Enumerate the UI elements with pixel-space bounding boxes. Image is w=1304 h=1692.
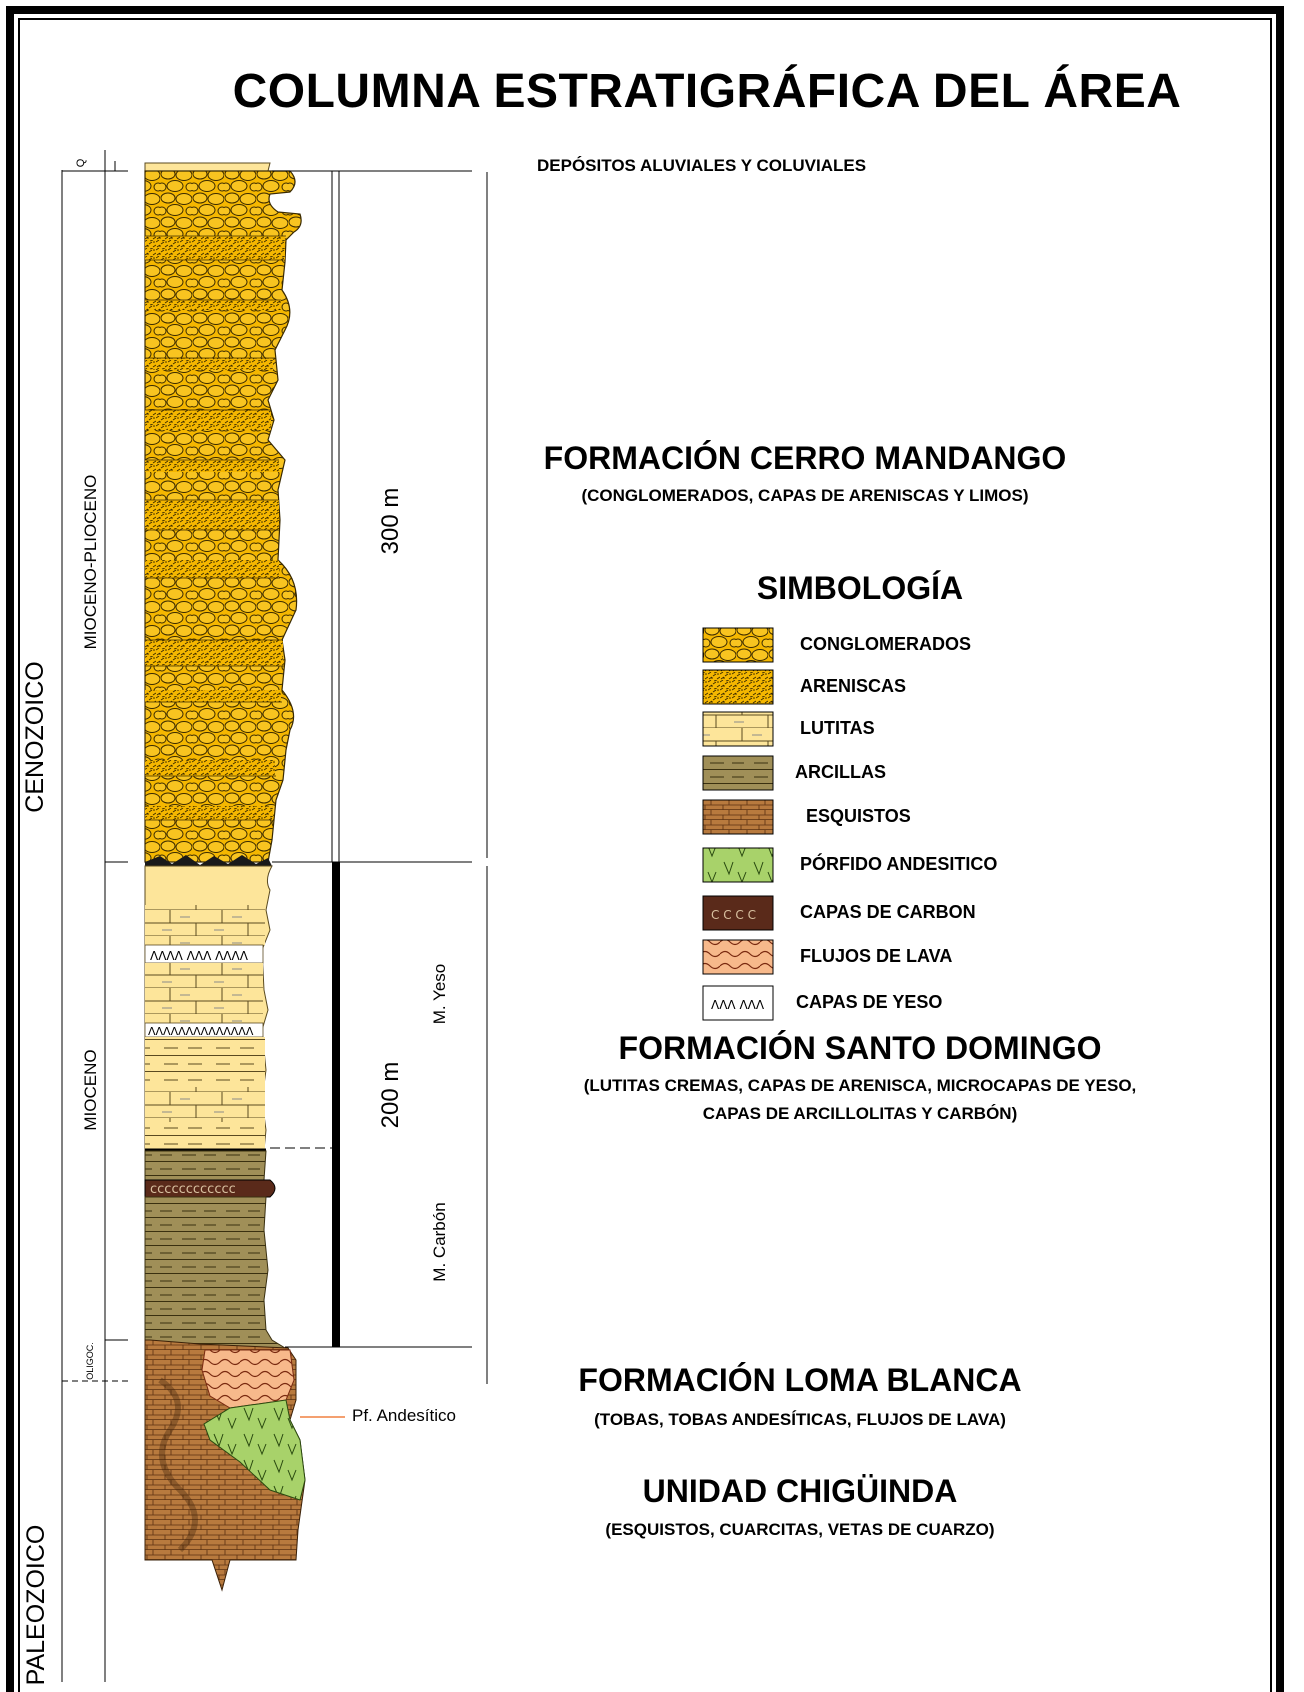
- santo-domingo-title: FORMACIÓN SANTO DOMINGO: [618, 1030, 1102, 1066]
- santo-domingo-desc-2: CAPAS DE ARCILLOLITAS Y CARBÓN): [702, 1104, 1018, 1123]
- yeso-band-marks-2: ΛΛΛΛΛΛΛΛΛΛΛΛΛΛ: [148, 1025, 254, 1038]
- coal-band-marks: cccccccccccc: [150, 1182, 236, 1197]
- scale-200m: 200 m: [377, 1061, 404, 1129]
- legend-label-yeso: CAPAS DE YESO: [796, 992, 943, 1012]
- quaternary-deposit: [144, 162, 271, 172]
- yeso-band-marks: ΛΛΛΛ ΛΛΛ ΛΛΛΛ: [150, 949, 249, 963]
- legend-swatch-esquistos: [702, 799, 774, 835]
- santo-domingo-desc-1: (LUTITAS CREMAS, CAPAS DE ARENISCA, MICR…: [583, 1076, 1137, 1095]
- legend-label-lava: FLUJOS DE LAVA: [800, 946, 953, 966]
- legend-swatch-porfido: [702, 847, 774, 883]
- depositos-label: DEPÓSITOS ALUVIALES Y COLUVIALES: [537, 156, 867, 175]
- thickness-scale: [270, 170, 488, 1384]
- period-oligoceno: OLIGOC.: [85, 1342, 95, 1380]
- santo-domingo-column: ΛΛΛΛ ΛΛΛ ΛΛΛΛ ΛΛΛΛΛΛΛΛΛΛΛΛΛΛ: [144, 865, 273, 1151]
- legend-swatch-yeso: ΛΛΛ ΛΛΛ: [702, 985, 774, 1021]
- period-mioceno-plioceno: MIOCENO-PLIOCENO: [81, 474, 100, 650]
- legend-label-areniscas: ARENISCAS: [800, 676, 907, 696]
- period-mioceno: MIOCENO: [81, 1049, 100, 1131]
- member-carbon-label: M. Carbón: [430, 1202, 449, 1282]
- page-title: COLUMNA ESTRATIGRÁFICA DEL ÁREA: [232, 65, 1182, 118]
- cerro-mandango-title: FORMACIÓN CERRO MANDANGO: [543, 440, 1067, 476]
- legend-swatch-marks: ΛΛΛ ΛΛΛ: [711, 998, 765, 1012]
- legend-title: SIMBOLOGÍA: [756, 570, 964, 606]
- porfido-callout-label: Pf. Andesítico: [352, 1406, 456, 1425]
- era-paleozoico: PALEOZOICO: [22, 1524, 50, 1686]
- scale-300m: 300 m: [377, 487, 404, 555]
- legend-label-porfido: PÓRFIDO ANDESITICO: [800, 854, 998, 874]
- cerro-mandango-column: [144, 170, 302, 866]
- era-cenozoico: CENOZOICO: [21, 661, 49, 813]
- legend-swatch-marks: C C C C: [711, 908, 756, 922]
- legend-swatch-areniscas: [702, 669, 774, 705]
- chiguinda-title: UNIDAD CHIGÜINDA: [642, 1473, 958, 1509]
- period-q: Q: [75, 158, 87, 168]
- legend-swatch-lava: [702, 939, 774, 975]
- member-yeso-label: M. Yeso: [430, 963, 449, 1025]
- loma-blanca-title: FORMACIÓN LOMA BLANCA: [578, 1362, 1022, 1398]
- legend-swatch-lutitas: [702, 711, 774, 747]
- legend-label-carbon: CAPAS DE CARBON: [800, 902, 976, 922]
- legend-label-arcillas: ARCILLAS: [795, 762, 886, 782]
- inner-frame: [18, 18, 1272, 1692]
- cerro-mandango-desc: (CONGLOMERADOS, CAPAS DE ARENISCAS Y LIM…: [581, 486, 1029, 505]
- legend-label-esquistos: ESQUISTOS: [806, 806, 911, 826]
- legend-label-lutitas: LUTITAS: [800, 718, 875, 738]
- legend-swatch-arcillas: [702, 755, 774, 791]
- legend-swatch-conglomerados: [702, 627, 774, 663]
- loma-blanca-desc: (TOBAS, TOBAS ANDESÍTICAS, FLUJOS DE LAV…: [594, 1410, 1006, 1429]
- basement-column: [144, 1339, 345, 1592]
- legend-label-conglomerados: CONGLOMERADOS: [800, 634, 971, 654]
- carbon-member-column: cccccccccccc: [144, 1148, 287, 1349]
- chiguinda-desc: (ESQUISTOS, CUARCITAS, VETAS DE CUARZO): [605, 1520, 995, 1539]
- period-scale-lines: [61, 150, 128, 1682]
- outer-frame: [6, 6, 1284, 1692]
- legend-swatch-carbon: C C C C: [702, 895, 774, 931]
